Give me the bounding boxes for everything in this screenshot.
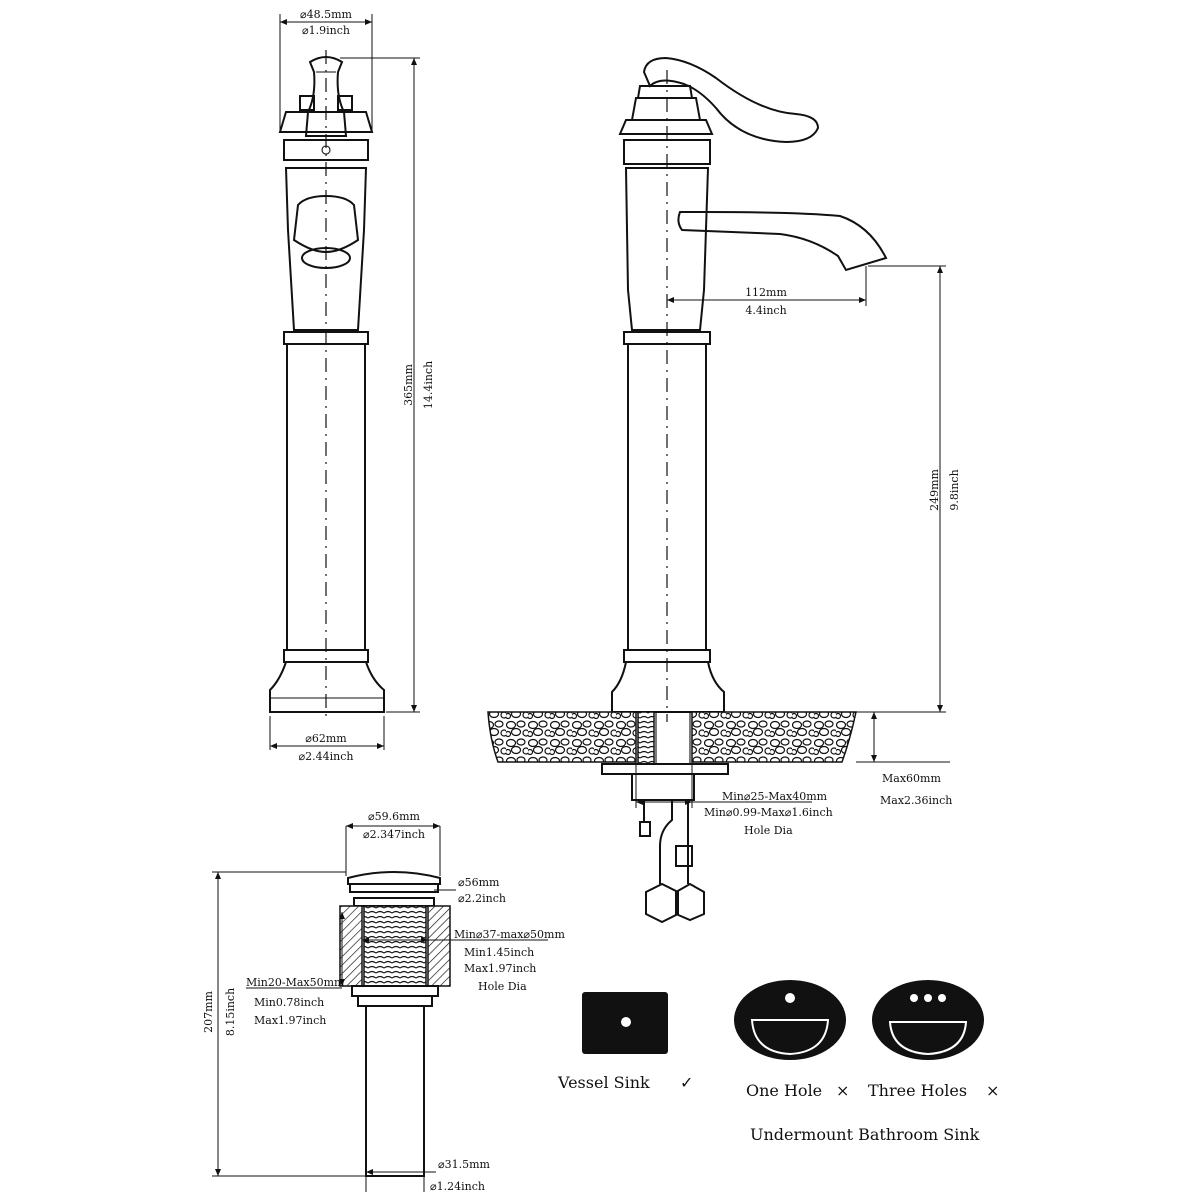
side-hose-coupler [675,845,693,867]
drain-thickness-max-in: Max1.97inch [254,1014,326,1027]
drain-thickness-mm: Min20-Max50mm [246,976,345,989]
drain-flange [353,897,435,907]
one-hole-label: One Hole [746,1081,822,1100]
front-handle-collar-right [337,95,353,111]
side-base [611,661,725,713]
side-hole-label: Hole Dia [744,824,793,837]
side-shank-hole [655,711,691,765]
side-handle-collar [636,85,694,99]
drain-cap-mm: ⌀59.6mm [368,810,421,823]
drain-thickness-min-in: Min0.78inch [254,996,324,1009]
side-shank [637,711,655,765]
three-holes-sink-hole-1 [910,994,918,1002]
three-holes-sink-basin [888,1021,968,1056]
front-upper-body [284,167,368,331]
three-holes-label: Three Holes [868,1081,967,1100]
front-view-faucet: ⌀48.5mm ⌀1.9inch 365mm 14.4inch [269,8,435,763]
drain-flange-mm: ⌀56mm [458,876,500,889]
front-handle [304,56,348,137]
drain-nut [351,985,439,997]
drain-hole-max-in: Max1.97inch [464,962,536,975]
drain-hole-label: Hole Dia [478,980,527,993]
side-hose-nut-a [645,882,679,924]
drain-tail-mm: ⌀31.5mm [438,1158,491,1171]
front-base [269,661,385,713]
drain-sink-section-right [427,905,451,987]
one-hole-sink-hole [785,993,795,1003]
side-spout [677,211,888,272]
front-spout-end [292,194,360,254]
drain-sink-section-left [339,905,363,987]
side-deck-in: Max2.36inch [880,794,952,807]
drain-height-in: 8.15inch [224,988,237,1036]
three-holes-sink-hole-2 [924,994,932,1002]
side-view-faucet: 112mm 4.4inch 249mm 9.8inch Max60mm Max2… [487,56,961,924]
one-hole-sink-basin [750,1019,830,1056]
drain-threaded-body [363,905,427,987]
three-holes-cross: × [986,1081,999,1100]
side-upper-body [624,167,710,331]
drain-tail-pipe [365,1005,425,1177]
side-lever-handle [642,56,820,144]
drain-hole-min-in: Min1.45inch [464,946,534,959]
side-height-in: 9.8inch [948,469,961,510]
undermount-label: Undermount Bathroom Sink [750,1125,980,1144]
pop-up-drain: ⌀59.6mm ⌀2.347inch ⌀56mm ⌀2.2inch Min⌀37… [202,810,565,1193]
side-cap [618,119,714,135]
drain-tail-in: ⌀1.24inch [430,1180,485,1193]
drain-height-mm: 207mm [202,991,215,1033]
side-hose-nut-b [675,882,705,922]
side-reach-mm: 112mm [745,286,787,299]
front-cap [278,111,374,133]
front-height-mm: 365mm [402,364,415,406]
three-holes-sink-icon [872,980,984,1060]
front-top-diameter-mm: ⌀48.5mm [300,8,353,21]
side-mount-plate [601,763,729,775]
side-hose-a [659,800,673,884]
vessel-sink-drain [621,1017,631,1027]
sink-types: Vessel Sink ✓ One Hole × Three Holes × U… [557,980,999,1144]
drain-flange-in: ⌀2.2inch [458,892,506,905]
vessel-sink-label: Vessel Sink [557,1073,650,1092]
drain-cap [347,871,441,885]
front-base-diameter-in: ⌀2.44inch [299,750,354,763]
side-hole-in: Min⌀0.99-Max⌀1.6inch [704,806,833,819]
front-handle-collar-left [299,95,315,111]
side-reach-in: 4.4inch [745,304,786,317]
drain-cap-base [349,883,439,893]
side-handle-base [630,97,702,121]
side-hole-mm: Min⌀25-Max40mm [722,790,828,803]
one-hole-cross: × [836,1081,849,1100]
drain-hole-mm: Min⌀37-max⌀50mm [454,928,565,941]
front-height-in: 14.4inch [422,361,435,409]
countertop-right [691,711,857,763]
drain-cap-in: ⌀2.347inch [363,828,425,841]
side-deck-mm: Max60mm [882,772,941,785]
front-top-diameter-in: ⌀1.9inch [302,24,350,37]
countertop-left [487,711,637,763]
vessel-sink-check: ✓ [680,1073,693,1092]
three-holes-sink-hole-3 [938,994,946,1002]
side-hose-connector-left [639,800,651,837]
side-mount-nut [631,773,695,801]
drain-washer [357,995,433,1007]
side-height-mm: 249mm [928,469,941,511]
front-base-diameter-mm: ⌀62mm [305,732,347,745]
